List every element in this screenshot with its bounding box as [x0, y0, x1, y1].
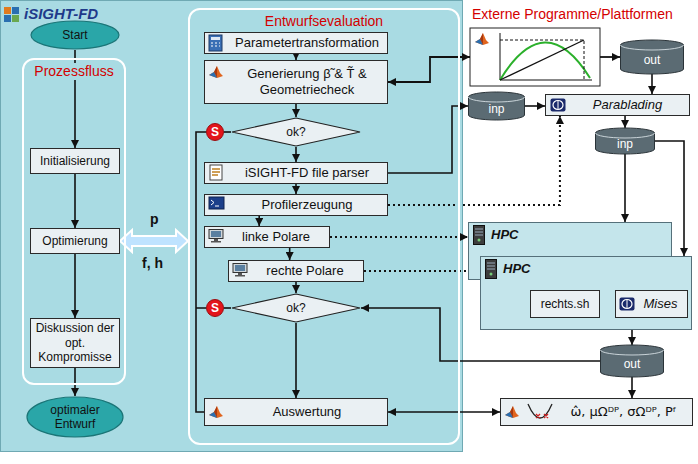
process-text: Auswertung	[273, 404, 342, 420]
flow-arrow	[295, 323, 297, 398]
process-text: Parablading	[593, 97, 662, 113]
process-box: Auswertung	[204, 398, 388, 426]
remote-call-line	[388, 116, 560, 205]
process-text: Mises	[644, 296, 678, 312]
data-link	[388, 57, 470, 82]
flow-arrow	[631, 330, 633, 345]
process-text: Diskussion der opt. Kompromisse	[35, 321, 115, 364]
remote-call-line	[330, 236, 468, 238]
flow-arrow	[289, 248, 291, 260]
panel-heading: Prozessfluss	[31, 63, 116, 80]
process-box: linke Polare	[204, 226, 330, 248]
terminal-text: optimaler Entwurf	[34, 403, 116, 432]
process-text: Profilerzeugung	[261, 197, 352, 213]
flow-arrow	[295, 147, 297, 162]
stop-marker: S	[206, 123, 224, 141]
process-box: rechte Polare	[228, 260, 364, 282]
process-box: Parametertransformation	[204, 32, 388, 54]
process-text: iSIGHT-FD file parser	[245, 165, 369, 181]
process-box: Optimierung	[30, 228, 120, 254]
data-text: inp	[617, 137, 633, 151]
interface-arrow	[120, 230, 188, 252]
panel-heading: Entwurfsevaluation	[262, 13, 386, 30]
stop-marker: S	[206, 299, 224, 317]
process-text: linke Polare	[242, 229, 310, 245]
flow-arrow	[388, 411, 500, 413]
group-panel: EntwurfsevaluationParametertransformatio…	[188, 8, 460, 445]
signal-label: p	[150, 211, 159, 228]
process-text: ω̂, μΩᴰᴾ, σΩᴰᴾ, Pᶠ	[570, 404, 676, 420]
terminal-oval: optimaler Entwurf	[26, 396, 124, 438]
flow-arrow	[631, 377, 633, 398]
decision-text: ok?	[286, 125, 305, 139]
data-link	[600, 56, 620, 58]
cluster-heading: HPC	[491, 227, 518, 243]
flow-arrow	[295, 184, 297, 194]
flow-arrow	[224, 131, 231, 133]
flow-arrow	[74, 368, 76, 396]
section-heading: Externe Programme/Plattformen	[472, 6, 673, 23]
data-text: inp	[488, 102, 504, 116]
process-box: Parablading	[545, 94, 690, 116]
process-text: rechte Polare	[266, 263, 343, 279]
flow-arrow	[74, 254, 76, 318]
group-panel: ProzessflussInitialisierungOptimierungDi…	[22, 58, 126, 385]
flow-arrow	[388, 106, 468, 173]
logo-text: iSIGHT-FD	[24, 5, 98, 23]
flow-arrow	[258, 216, 260, 226]
flow-arrow	[295, 104, 297, 117]
tool-background	[1, 1, 463, 452]
data-cylinder: inp	[468, 92, 525, 120]
process-text: Optimierung	[42, 234, 107, 248]
process-text: Parametertransformation	[235, 35, 379, 51]
process-box: Mises	[615, 290, 688, 318]
remote-call-line	[364, 270, 480, 272]
terminal-oval: Start	[30, 20, 120, 50]
matlab-plot	[470, 28, 600, 86]
flow-arrow	[224, 307, 231, 309]
signal-label: f, h	[142, 255, 163, 272]
process-box: Profilerzeugung	[204, 194, 388, 216]
process-text: Generierung β̃ & T̃ & Geometriecheck	[231, 66, 383, 97]
flow-arrow	[74, 174, 76, 228]
flow-arrow	[624, 116, 626, 128]
decision-diamond: ok?	[231, 117, 361, 147]
process-text: Initialisierung	[40, 154, 110, 168]
process-box: ω̂, μΩᴰᴾ, σΩᴰᴾ, Pᶠ	[500, 398, 693, 426]
data-text: out	[644, 53, 661, 67]
hpc-cluster: HPC rechts.sh Mises	[480, 256, 692, 330]
flow-arrow	[651, 74, 653, 94]
process-box: Generierung β̃ & T̃ & Geometriecheck	[204, 60, 388, 104]
logo-icon	[4, 7, 19, 22]
decision-text: ok?	[286, 301, 305, 315]
terminal-text: Start	[62, 28, 87, 42]
process-text: rechts.sh	[541, 297, 590, 311]
stop-text: S	[211, 301, 219, 315]
decision-diamond: ok?	[231, 293, 361, 323]
process-box: Diskussion der opt. Kompromisse	[30, 318, 120, 368]
flow-arrow	[525, 105, 545, 107]
matlab-icon	[475, 33, 489, 45]
flow-arrow	[624, 154, 626, 222]
data-text: out	[624, 357, 641, 371]
flow-arrow	[295, 282, 297, 293]
cluster-heading: HPC	[503, 261, 530, 277]
data-cylinder: out	[600, 345, 664, 377]
process-box: iSIGHT-FD file parser	[204, 162, 388, 184]
data-cylinder: inp	[595, 128, 655, 154]
process-box: Initialisierung	[30, 148, 120, 174]
process-box: rechts.sh	[530, 290, 600, 318]
data-cylinder: out	[620, 40, 684, 74]
stop-text: S	[211, 125, 219, 139]
